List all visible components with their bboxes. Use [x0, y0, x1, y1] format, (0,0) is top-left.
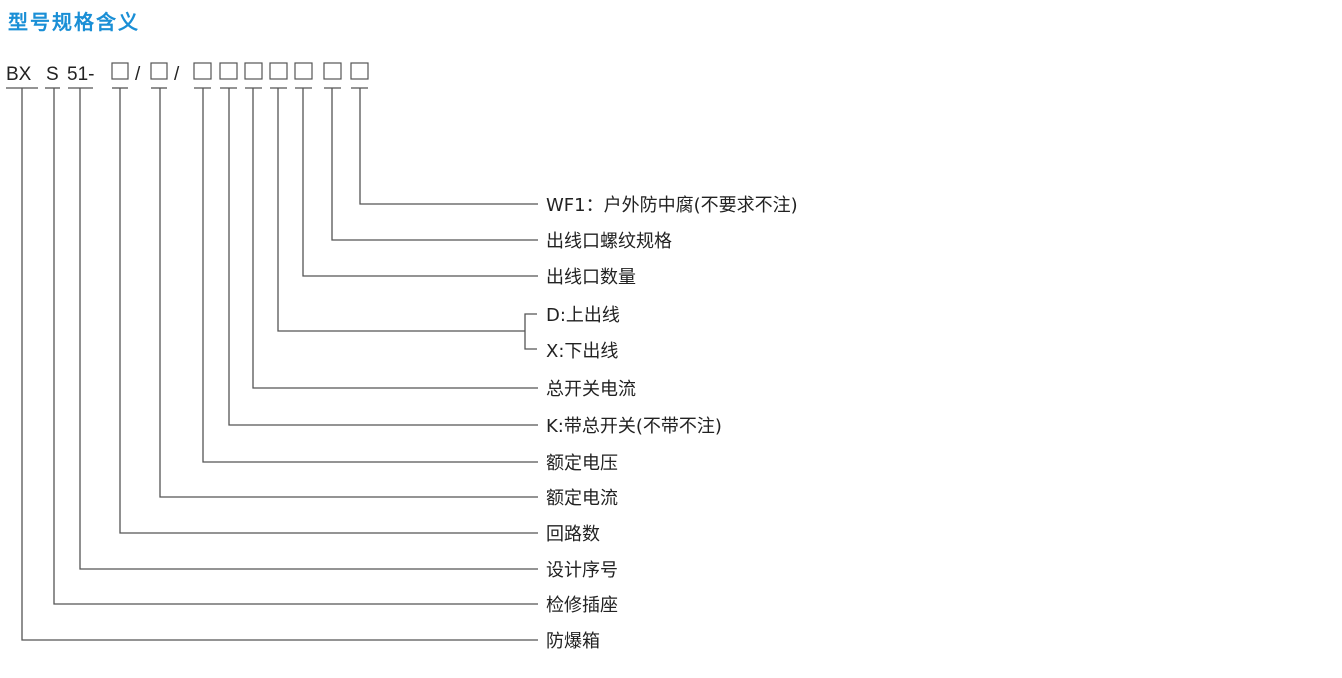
- leader-line-outlet-direction: [277, 88, 525, 332]
- label-thread-spec: 出线口螺纹规格: [546, 231, 672, 252]
- page-title: 型号规格含义: [8, 10, 140, 34]
- label-explosion-proof-box: 防爆箱: [546, 631, 600, 652]
- code-number: 51-: [67, 64, 94, 85]
- placeholder-box-rated-current: [150, 62, 168, 80]
- leader-line-rated-voltage: [202, 88, 538, 463]
- label-main-switch-current: 总开关电流: [546, 379, 636, 400]
- placeholder-box-main-switch: [219, 62, 238, 80]
- leader-line-main-switch-current: [252, 88, 538, 389]
- outlet-direction-bracket: [524, 313, 537, 350]
- label-main-switch: K:带总开关(不带不注): [546, 416, 722, 437]
- label-corrosion: WF1：户外防中腐(不要求不注): [546, 195, 798, 216]
- leader-line-outlet-count: [302, 88, 538, 277]
- placeholder-box-corrosion: [350, 62, 369, 80]
- leader-line-corrosion: [359, 88, 538, 205]
- leader-line-main-switch: [228, 88, 538, 426]
- label-design-number: 设计序号: [546, 560, 618, 581]
- leader-line-rated-current: [159, 88, 538, 498]
- placeholder-box-switch-current: [244, 62, 263, 80]
- label-upper-outlet: D:上出线: [546, 305, 620, 326]
- leader-line-maintenance-socket: [53, 88, 538, 605]
- code-prefix: BX: [6, 64, 32, 85]
- code-separator: /: [135, 64, 141, 85]
- label-maintenance-socket: 检修插座: [546, 595, 618, 616]
- label-outlet-count: 出线口数量: [546, 267, 636, 288]
- label-rated-current: 额定电流: [546, 488, 618, 509]
- label-rated-voltage: 额定电压: [546, 453, 618, 474]
- placeholder-box-thread-spec: [323, 62, 342, 80]
- code-separator: /: [174, 64, 180, 85]
- placeholder-box-rated-voltage: [193, 62, 212, 80]
- leader-line-design-number: [79, 88, 538, 570]
- leader-line-thread-spec: [331, 88, 538, 241]
- label-circuit-count: 回路数: [546, 524, 600, 545]
- leader-line-explosion-proof-box: [21, 88, 538, 641]
- placeholder-box-circuits: [111, 62, 129, 80]
- placeholder-box-outlet-count: [294, 62, 313, 80]
- label-lower-outlet: X:下出线: [546, 341, 618, 362]
- placeholder-box-outlet-direction: [269, 62, 288, 80]
- code-series: S: [46, 64, 59, 85]
- leader-line-circuit-count: [119, 88, 538, 534]
